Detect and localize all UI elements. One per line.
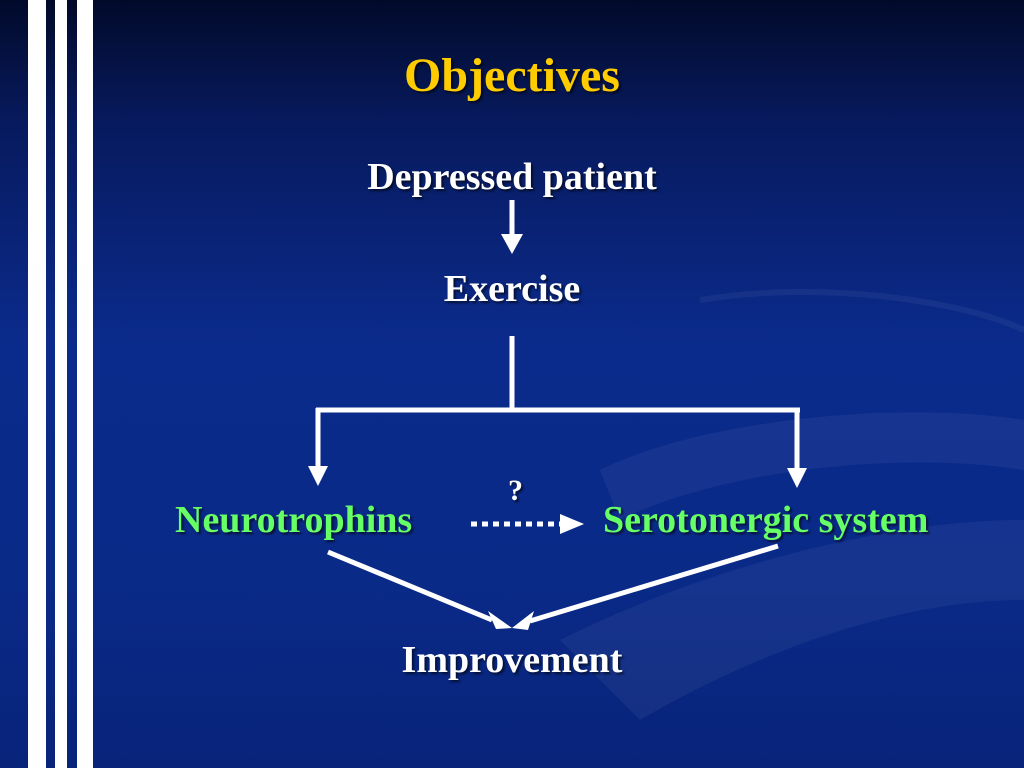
decor-stripe-1	[28, 0, 46, 768]
dotted-arrowhead	[560, 514, 584, 534]
arrowhead-serotonergic	[787, 468, 807, 488]
node-serotonergic-system: Serotonergic system	[603, 499, 929, 541]
arrowhead-neurotrophins	[308, 466, 328, 486]
arrow-serotonergic-to-improvement	[529, 543, 779, 624]
node-improvement: Improvement	[401, 639, 623, 681]
node-neurotrophins: Neurotrophins	[175, 499, 413, 541]
arrowhead-improvement-left	[488, 611, 512, 629]
node-exercise: Exercise	[443, 268, 581, 310]
node-depressed-patient: Depressed patient	[367, 156, 657, 198]
question-mark: ?	[508, 474, 523, 507]
decor-stripe-2	[55, 0, 67, 768]
arrowhead-exercise	[501, 234, 523, 254]
arrowhead-improvement-right	[512, 611, 534, 630]
arrow-neurotrophins-to-improvement	[327, 549, 493, 623]
slide-title: Objectives	[404, 49, 620, 102]
decor-stripe-3	[77, 0, 93, 768]
